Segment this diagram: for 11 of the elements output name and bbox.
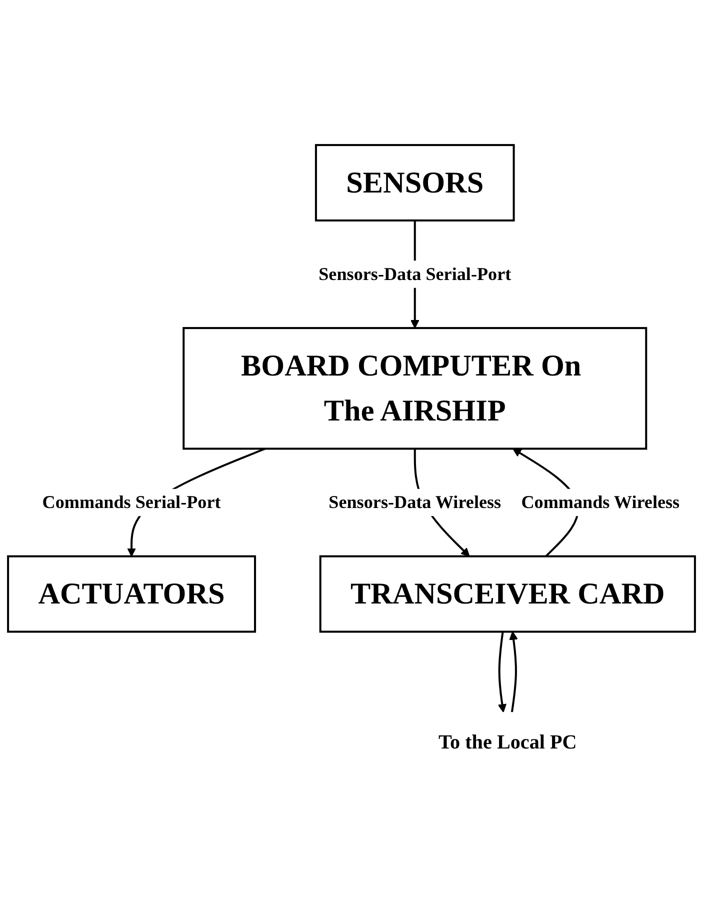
edge-label: Commands Wireless [521, 492, 680, 512]
edge-label: Sensors-Data Serial-Port [318, 264, 512, 284]
node-text: To the Local PC [438, 731, 577, 754]
edge-label: Sensors-Data Wireless [328, 492, 502, 512]
node-box: SENSORS [314, 144, 515, 222]
node-box: TRANSCEIVER CARD [319, 556, 696, 633]
arrow [509, 632, 518, 713]
node-box: BOARD COMPUTER On The AIRSHIP [182, 327, 648, 450]
edge-label: Commands Serial-Port [42, 492, 221, 512]
node-box: ACTUATORS [7, 556, 256, 633]
arrow [498, 632, 507, 713]
